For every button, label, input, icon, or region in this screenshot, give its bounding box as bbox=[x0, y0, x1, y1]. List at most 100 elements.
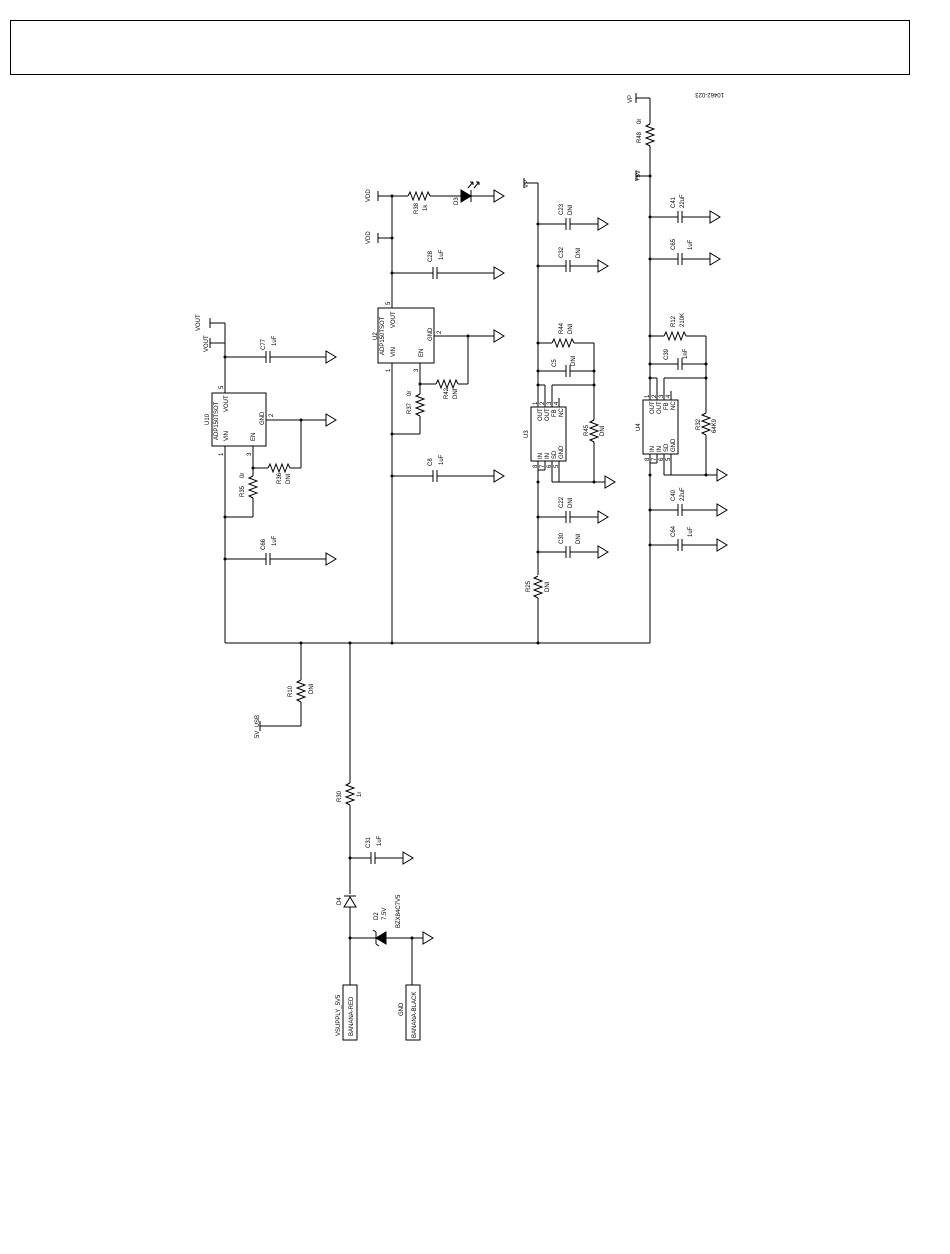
u4-pin2: 2 bbox=[652, 394, 658, 398]
c28-ref: C28 bbox=[428, 250, 434, 262]
u10-pin-en: EN bbox=[251, 433, 257, 441]
u4-section: VP R48 0r +5V C41 22uF C65 1uF R12 210K bbox=[628, 92, 728, 552]
c28-value: 1uF bbox=[439, 249, 445, 260]
usb-net-label: 5V_USB bbox=[255, 715, 261, 738]
u3-pin-gnd: GND bbox=[559, 445, 565, 459]
u4-pin6: 6 bbox=[659, 457, 665, 461]
c39-value: 1nF bbox=[683, 348, 689, 359]
u10-pin2: 2 bbox=[269, 413, 275, 417]
c77-value: 1uF bbox=[272, 335, 278, 346]
c32-ref: C32 bbox=[559, 246, 565, 258]
u10-part: ADP150TSOT bbox=[214, 401, 220, 440]
c30-value: DNI bbox=[576, 533, 582, 544]
u4-pin-nc: NC bbox=[671, 401, 677, 410]
title-block-frame bbox=[10, 20, 910, 75]
u3-pin5: 5 bbox=[554, 464, 560, 468]
vout-net-label-2: VOUT bbox=[204, 335, 210, 352]
r38-value: 1k bbox=[423, 204, 429, 211]
u3-pin6: 6 bbox=[547, 464, 553, 468]
r30-value: 1r bbox=[357, 792, 363, 797]
gnd-net-label: GND bbox=[399, 1002, 405, 1016]
r37-ref: R37 bbox=[407, 402, 413, 414]
u10-pin5: 5 bbox=[219, 385, 225, 389]
vp-net-label-2: VP bbox=[628, 95, 634, 103]
c5-value: DNI bbox=[571, 355, 577, 366]
r48-value: 0r bbox=[637, 119, 643, 124]
d2-ref: D2 bbox=[374, 912, 380, 920]
r10-ref: R10 bbox=[288, 685, 294, 697]
r36-value: DNI bbox=[286, 473, 292, 484]
u10-pin-vout: VOUT bbox=[224, 395, 230, 412]
c77-ref: C77 bbox=[261, 338, 267, 350]
r36-ref: R36 bbox=[277, 472, 283, 484]
j1-label: BANANA-RED bbox=[349, 996, 355, 1036]
u10-section: VOUT VOUT C77 1uF U10 ADP150TSOT VOUT GN… bbox=[196, 314, 337, 566]
u2-ref: U2 bbox=[373, 332, 379, 340]
r35-value: 0r bbox=[240, 473, 246, 478]
c8-value: 1uF bbox=[439, 454, 445, 465]
c32-value: DNI bbox=[576, 247, 582, 258]
supply-input-section: R10 DNI 5V_USB R30 1r C31 1uF D4 D2 7.5V… bbox=[255, 641, 540, 1041]
d3-ref: D3 bbox=[454, 197, 460, 205]
u3-pin-fb: FB bbox=[552, 409, 558, 417]
u4-pin-gnd: GND bbox=[671, 438, 677, 452]
r25-value: DNI bbox=[545, 581, 551, 592]
u2-part: ADP150TSOT bbox=[380, 316, 386, 355]
c31-value: 1uF bbox=[377, 835, 383, 846]
u3-pin-out1: OUT bbox=[538, 408, 544, 421]
u4-pin1: 1 bbox=[645, 394, 651, 398]
u2-pin-gnd: GND bbox=[428, 327, 434, 341]
figure-id: 10462-023 bbox=[695, 91, 724, 97]
vout-net-label: VOUT bbox=[196, 314, 202, 331]
u2-section: VDD VDD R38 1k D3 C28 1uF U2 ADP150TSOT … bbox=[366, 181, 505, 483]
c8-ref: C8 bbox=[428, 458, 434, 466]
u3-pin-nc: NC bbox=[559, 408, 565, 417]
u3-pin4: 4 bbox=[554, 401, 560, 405]
u10-ref: U10 bbox=[205, 413, 211, 425]
c41-value: 22uF bbox=[680, 194, 686, 208]
r25-ref: R25 bbox=[526, 580, 532, 592]
u2-pin3: 3 bbox=[414, 368, 420, 372]
u10-pin-gnd: GND bbox=[260, 411, 266, 425]
c23-value: DNI bbox=[568, 204, 574, 215]
u4-ref: U4 bbox=[636, 423, 642, 431]
r12-ref: R12 bbox=[671, 315, 677, 327]
u3-pin3: 3 bbox=[547, 401, 553, 405]
u3-pin8: 8 bbox=[533, 464, 539, 468]
u4-pin7: 7 bbox=[652, 457, 658, 461]
c66-value: 1uF bbox=[272, 535, 278, 546]
u3-pin-in1: IN bbox=[538, 453, 544, 459]
u3-pin7: 7 bbox=[540, 464, 546, 468]
r32-value: 64K9 bbox=[712, 418, 718, 433]
u10-pin-vin: VIN bbox=[224, 431, 230, 441]
c64-value: 1uF bbox=[688, 526, 694, 537]
u2-pin1: 1 bbox=[386, 368, 392, 372]
r42-value: DNI bbox=[453, 388, 459, 399]
u4-pin-fb: FB bbox=[664, 402, 670, 410]
r45-ref: R45 bbox=[584, 424, 590, 436]
u3-pin-in2: IN bbox=[545, 453, 551, 459]
r10-value: DNI bbox=[309, 683, 315, 694]
u3-section: VP C23 DNI C32 DNI R44 DNI C5 DNI bbox=[523, 177, 616, 599]
c30-ref: C30 bbox=[559, 532, 565, 544]
u4-pin-out2: OUT bbox=[657, 401, 663, 414]
r45-value: DNI bbox=[600, 425, 606, 436]
d4-ref: D4 bbox=[337, 897, 343, 905]
u4-pin4: 4 bbox=[666, 394, 672, 398]
c40-ref: C40 bbox=[671, 489, 677, 501]
c65-ref: C65 bbox=[671, 238, 677, 250]
r32-ref: R32 bbox=[696, 418, 702, 430]
r12-value: 210K bbox=[680, 313, 686, 327]
u2-pin-vin: VIN bbox=[391, 347, 397, 357]
r44-ref: R44 bbox=[559, 322, 565, 334]
u2-pin5: 5 bbox=[386, 301, 392, 305]
u4-pin-out1: OUT bbox=[650, 401, 656, 414]
d2-voltage: 7.5V bbox=[382, 908, 388, 920]
c40-value: 22uF bbox=[680, 487, 686, 501]
u10-pin3: 3 bbox=[247, 452, 253, 456]
c65-value: 1uF bbox=[688, 239, 694, 250]
d2-part: BZX84C7V5 bbox=[396, 894, 402, 928]
c31-ref: C31 bbox=[366, 836, 372, 848]
u4-pin-in1: IN bbox=[650, 446, 656, 452]
